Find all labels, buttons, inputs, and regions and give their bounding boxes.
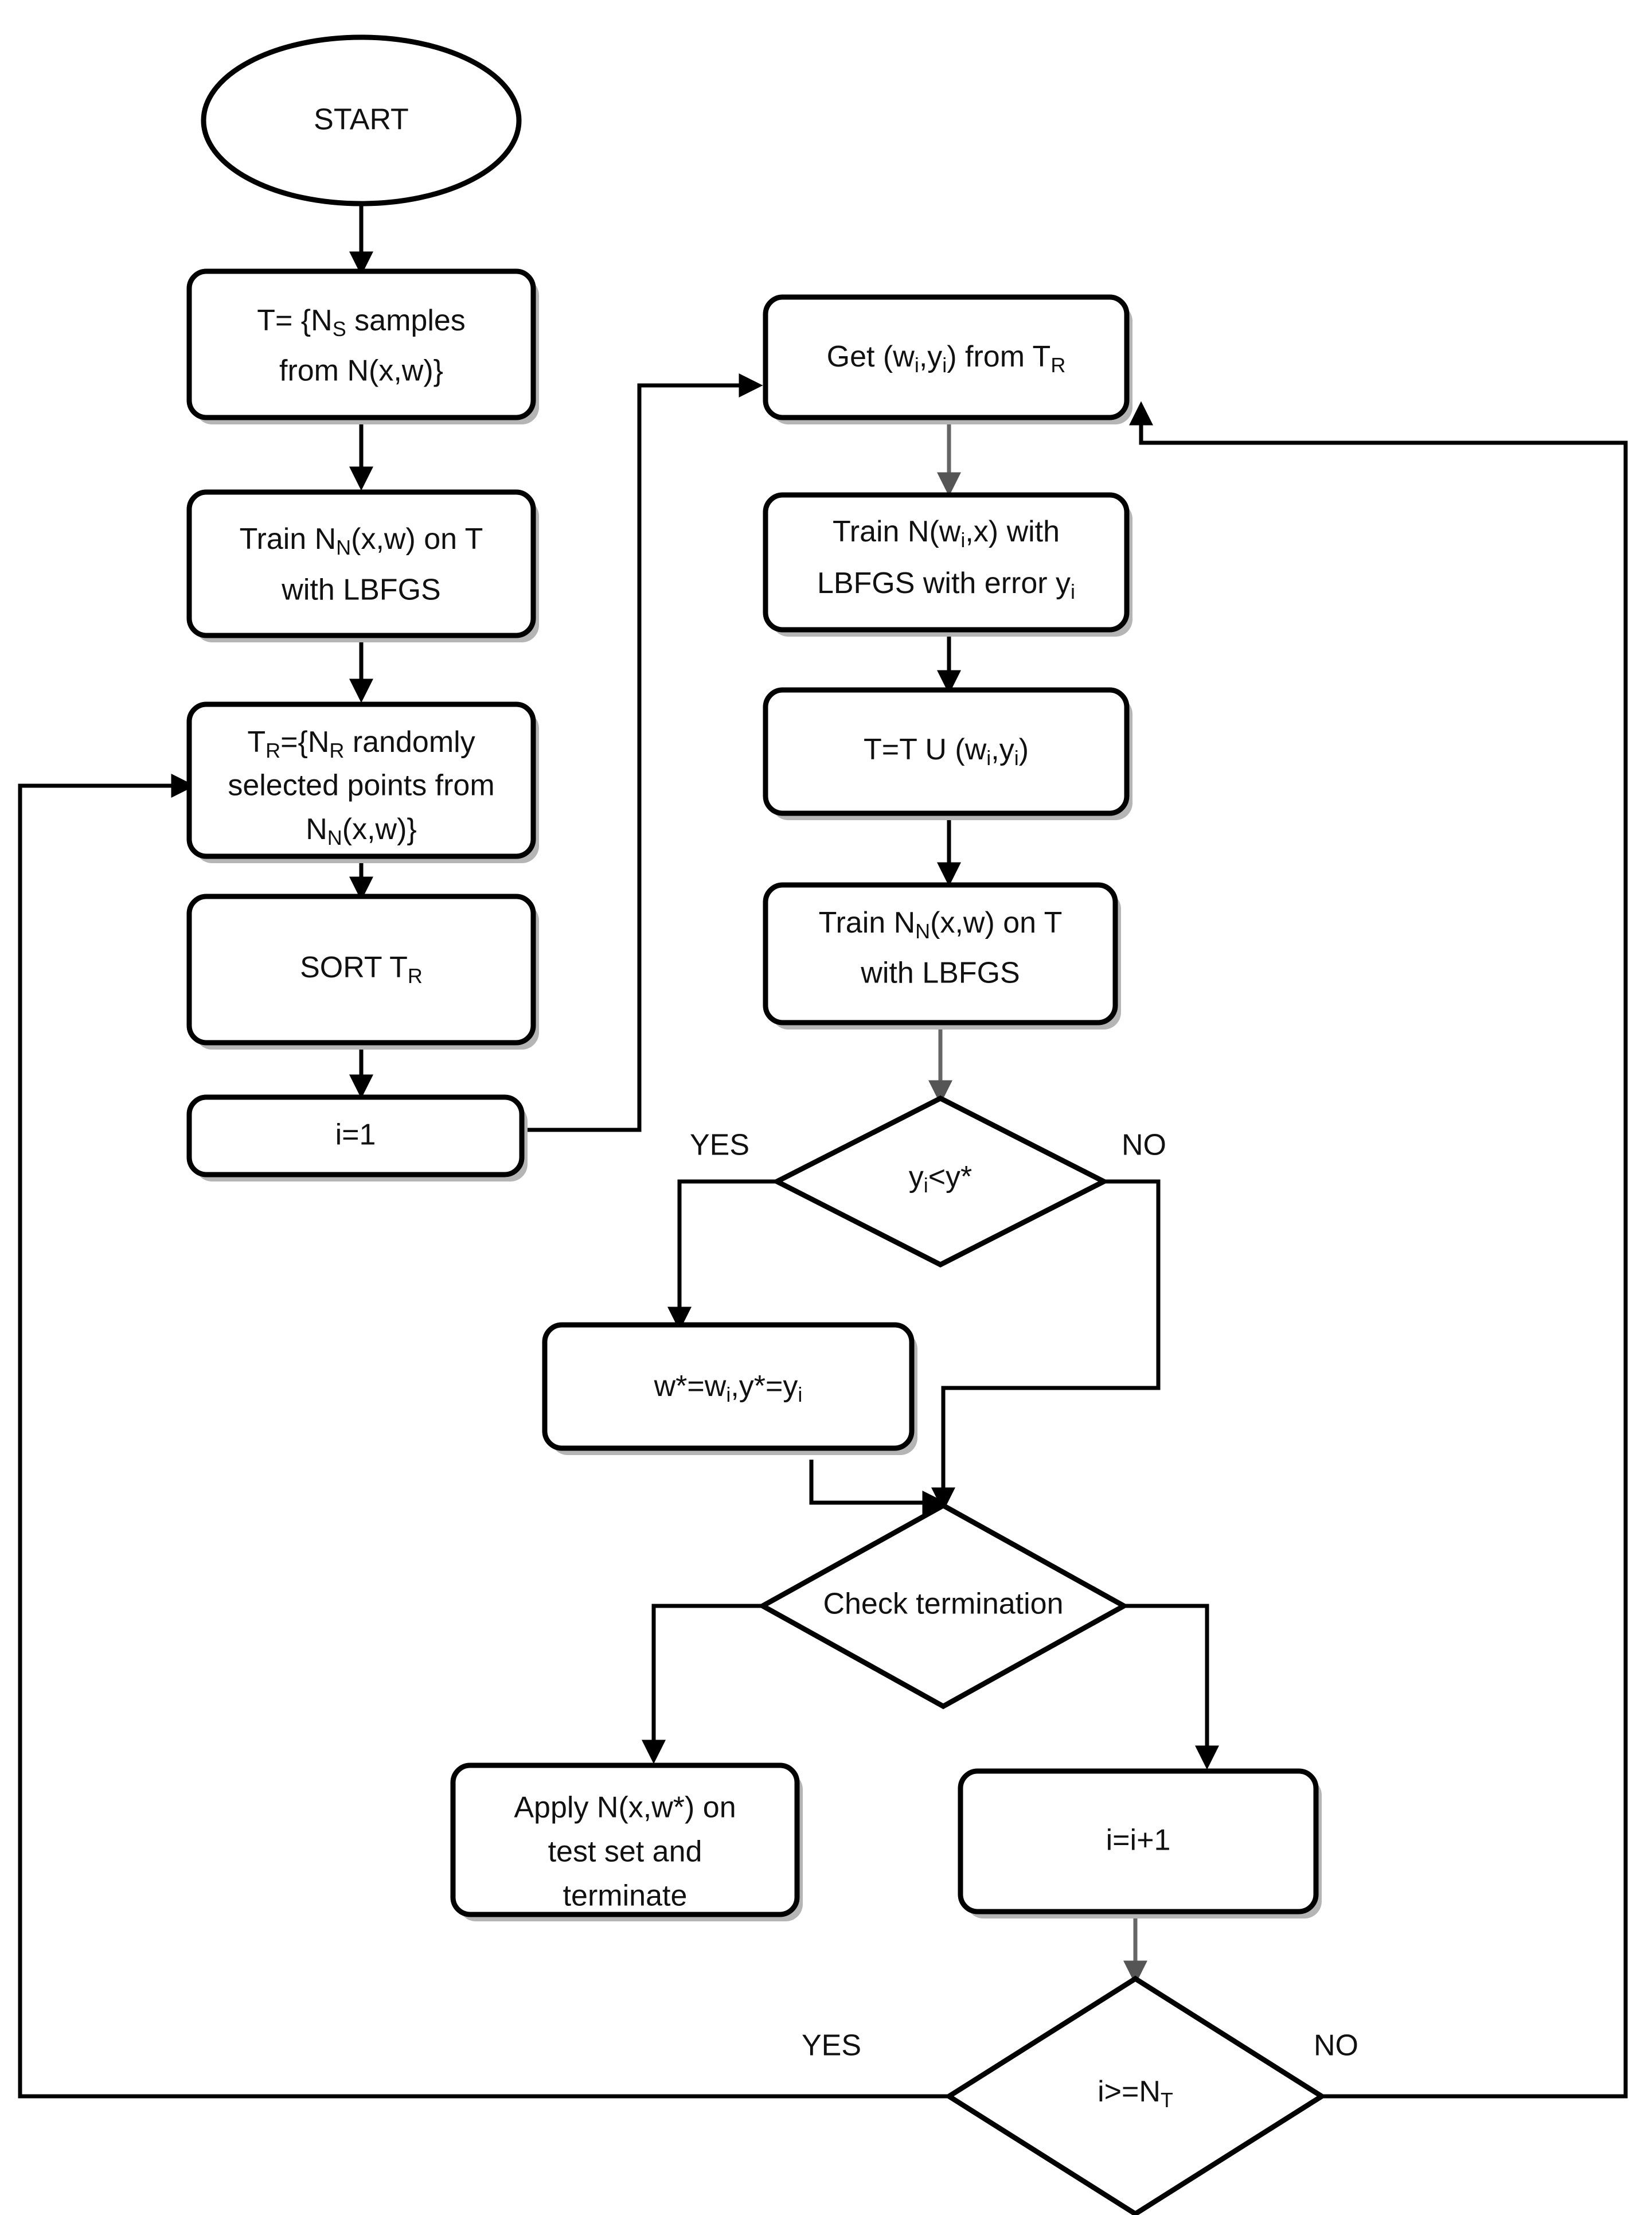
node-init-t-line1: T= {NS samples <box>257 304 466 341</box>
node-train-nn-t2-line1: Train NN(x,w) on T <box>819 906 1063 943</box>
node-i-increment-label: i=i+1 <box>1106 1824 1171 1857</box>
node-train-nn-t[interactable]: Train NN(x,w) on T with LBFGS <box>186 489 539 642</box>
node-cmp-i[interactable]: i>=NT <box>944 1975 1327 2215</box>
edge-cmpy-yes-to-assign <box>667 1179 777 1331</box>
edge-assign-to-checkterm <box>809 1460 947 1515</box>
node-train-n-wx-line2: LBFGS with error yi <box>817 567 1075 603</box>
edge-checkterm-to-increment <box>1124 1604 1219 1770</box>
edge-cmpy-no-to-checkterm <box>931 1179 1161 1512</box>
edge-checkterm-to-apply <box>642 1604 763 1764</box>
node-i-init-label: i=1 <box>335 1118 376 1152</box>
edge-label-cmpi-no: NO <box>1314 2029 1358 2062</box>
node-i-increment[interactable]: i=i+1 <box>958 1768 1322 1918</box>
node-apply-test-line3: terminate <box>563 1879 688 1913</box>
edge-label-cmpy-no: NO <box>1122 1129 1166 1162</box>
node-assign-best[interactable]: w*=wi,y*=yi <box>542 1322 917 1455</box>
node-start-label: START <box>314 103 409 137</box>
node-check-term-label: Check termination <box>823 1588 1063 1621</box>
edge-label-cmpy-yes: YES <box>690 1129 749 1162</box>
node-tr-random[interactable]: TR={NR randomly selected points from NN(… <box>186 701 539 863</box>
node-cmp-y[interactable]: yi<y* <box>771 1095 1110 1268</box>
node-cmp-y-label: yi<y* <box>909 1160 973 1197</box>
node-i-init[interactable]: i=1 <box>186 1094 528 1181</box>
node-init-t[interactable]: T= {NS samples from N(x,w)} <box>186 268 539 424</box>
node-train-nn-t-line2: with LBFGS <box>281 574 440 607</box>
node-train-nn-t2-line2: with LBFGS <box>860 957 1020 990</box>
node-start[interactable]: START <box>201 34 522 206</box>
node-apply-test[interactable]: Apply N(x,w*) on test set and terminate <box>450 1762 803 1921</box>
node-tr-random-line3: NN(x,w)} <box>306 813 417 849</box>
edge-iinit-to-getwy <box>525 373 763 1132</box>
node-sort-tr-label: SORT TR <box>300 951 423 988</box>
node-cmp-i-label: i>=NT <box>1098 2075 1173 2112</box>
node-check-term[interactable]: Check termination <box>757 1502 1130 1710</box>
edge-cmpi-yes-to-trrandom <box>18 774 949 2099</box>
node-t-union[interactable]: T=T U (wi,yi) <box>763 687 1132 820</box>
edge-label-cmpi-yes: YES <box>802 2029 861 2062</box>
node-apply-test-line1: Apply N(x,w*) on <box>514 1791 736 1824</box>
node-tr-random-line1: TR={NR randomly <box>247 726 475 762</box>
node-train-n-wx-line1: Train N(wi,x) with <box>833 515 1060 552</box>
node-init-t-line2: from N(x,w)} <box>279 354 443 388</box>
node-apply-test-line2: test set and <box>548 1835 702 1869</box>
node-train-n-wx[interactable]: Train N(wi,x) with LBFGS with error yi <box>763 492 1132 637</box>
node-get-wy-label: Get (wi,yi) from TR <box>827 340 1066 377</box>
node-train-nn-t2[interactable]: Train NN(x,w) on T with LBFGS <box>763 882 1121 1029</box>
node-t-union-label: T=T U (wi,yi) <box>864 733 1029 770</box>
node-train-nn-t-line1: Train NN(x,w) on T <box>240 522 483 559</box>
node-sort-tr[interactable]: SORT TR <box>186 894 539 1050</box>
node-get-wy[interactable]: Get (wi,yi) from TR <box>763 294 1132 424</box>
node-assign-best-label: w*=wi,y*=yi <box>654 1370 803 1406</box>
node-tr-random-line2: selected points from <box>228 769 494 802</box>
edge-cmpi-no-to-getwy <box>1129 401 1628 2099</box>
